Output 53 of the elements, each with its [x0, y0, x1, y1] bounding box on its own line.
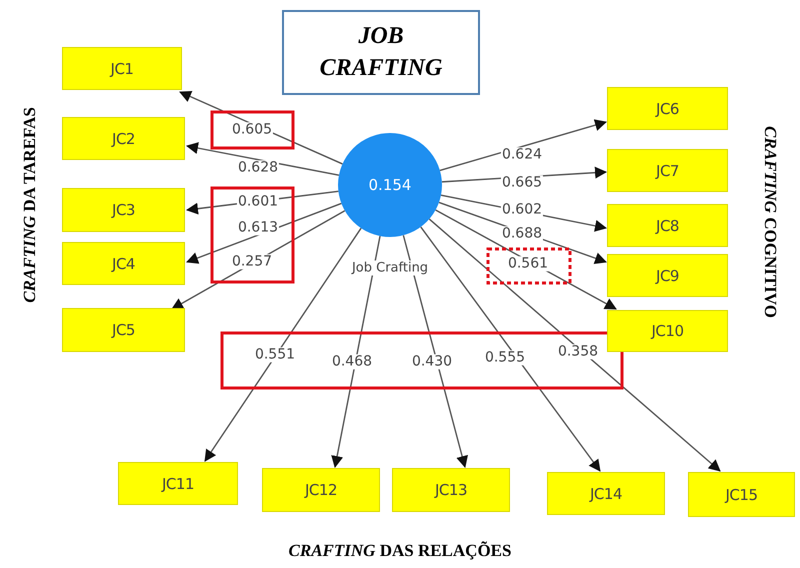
edge-label: 0.358: [556, 344, 600, 360]
indicator-name: JC2: [112, 130, 135, 148]
indicator-box: [62, 188, 185, 232]
edge-label: 0.468: [330, 354, 374, 370]
title-text: JOB CRAFTING: [318, 22, 444, 82]
indicator-name: JC7: [656, 162, 679, 180]
arrow: [420, 226, 601, 472]
group-label: CRAFTING DA TAREFAS: [20, 107, 40, 303]
indicator-name: JC8: [656, 216, 679, 234]
indicator-name: JC10: [652, 322, 684, 340]
indicator-name: JC13: [435, 481, 467, 499]
edge-label: 0.602: [500, 202, 544, 218]
indicator-box: [62, 117, 185, 160]
indicator-name: JC12: [305, 481, 337, 499]
arrow: [440, 119, 607, 172]
group-label: CRAFTING DAS RELAÇÕES: [288, 541, 512, 561]
indicator-box: [607, 204, 728, 247]
title-box: [282, 10, 480, 95]
indicator-box: [62, 242, 185, 285]
indicator-box: [607, 149, 728, 192]
indicator-name: JC3: [112, 201, 135, 219]
indicator-box: [62, 308, 185, 352]
indicator-name: JC9: [656, 266, 679, 284]
edge-label: 0.561: [506, 256, 550, 272]
indicator-box: [547, 472, 665, 515]
indicator-box: [262, 468, 380, 512]
indicator-box: [392, 468, 510, 512]
arrow: [186, 142, 340, 176]
indicator-box: [607, 254, 728, 297]
indicator-name: JC11: [162, 474, 194, 492]
edge-label: 0.555: [484, 350, 526, 366]
indicator-box: [118, 462, 238, 505]
indicator-box: [607, 310, 728, 352]
arrow: [204, 228, 362, 462]
arrow: [331, 236, 381, 468]
indicator-name: JC15: [726, 486, 758, 504]
group-label: CRAFTING COGNITIVO: [760, 126, 780, 318]
indicator-name: JC4: [112, 254, 135, 272]
r-squared-value: 0.154: [368, 176, 412, 194]
arrow: [428, 218, 721, 472]
edge-label: 0.430: [410, 354, 454, 370]
arrow: [402, 235, 468, 468]
edge-label: 0.613: [236, 220, 280, 236]
indicator-name: JC1: [110, 60, 134, 78]
edge-label: 0.257: [230, 254, 274, 270]
indicator-name: JC14: [590, 484, 622, 502]
edge-label: 0.551: [254, 347, 296, 363]
indicator-box: [688, 472, 795, 517]
indicator-name: JC5: [112, 321, 135, 339]
indicator-box: [607, 87, 728, 130]
edge-label: 0.688: [500, 226, 544, 242]
indicator-name: JC6: [656, 100, 679, 118]
indicator-box: [62, 47, 182, 90]
